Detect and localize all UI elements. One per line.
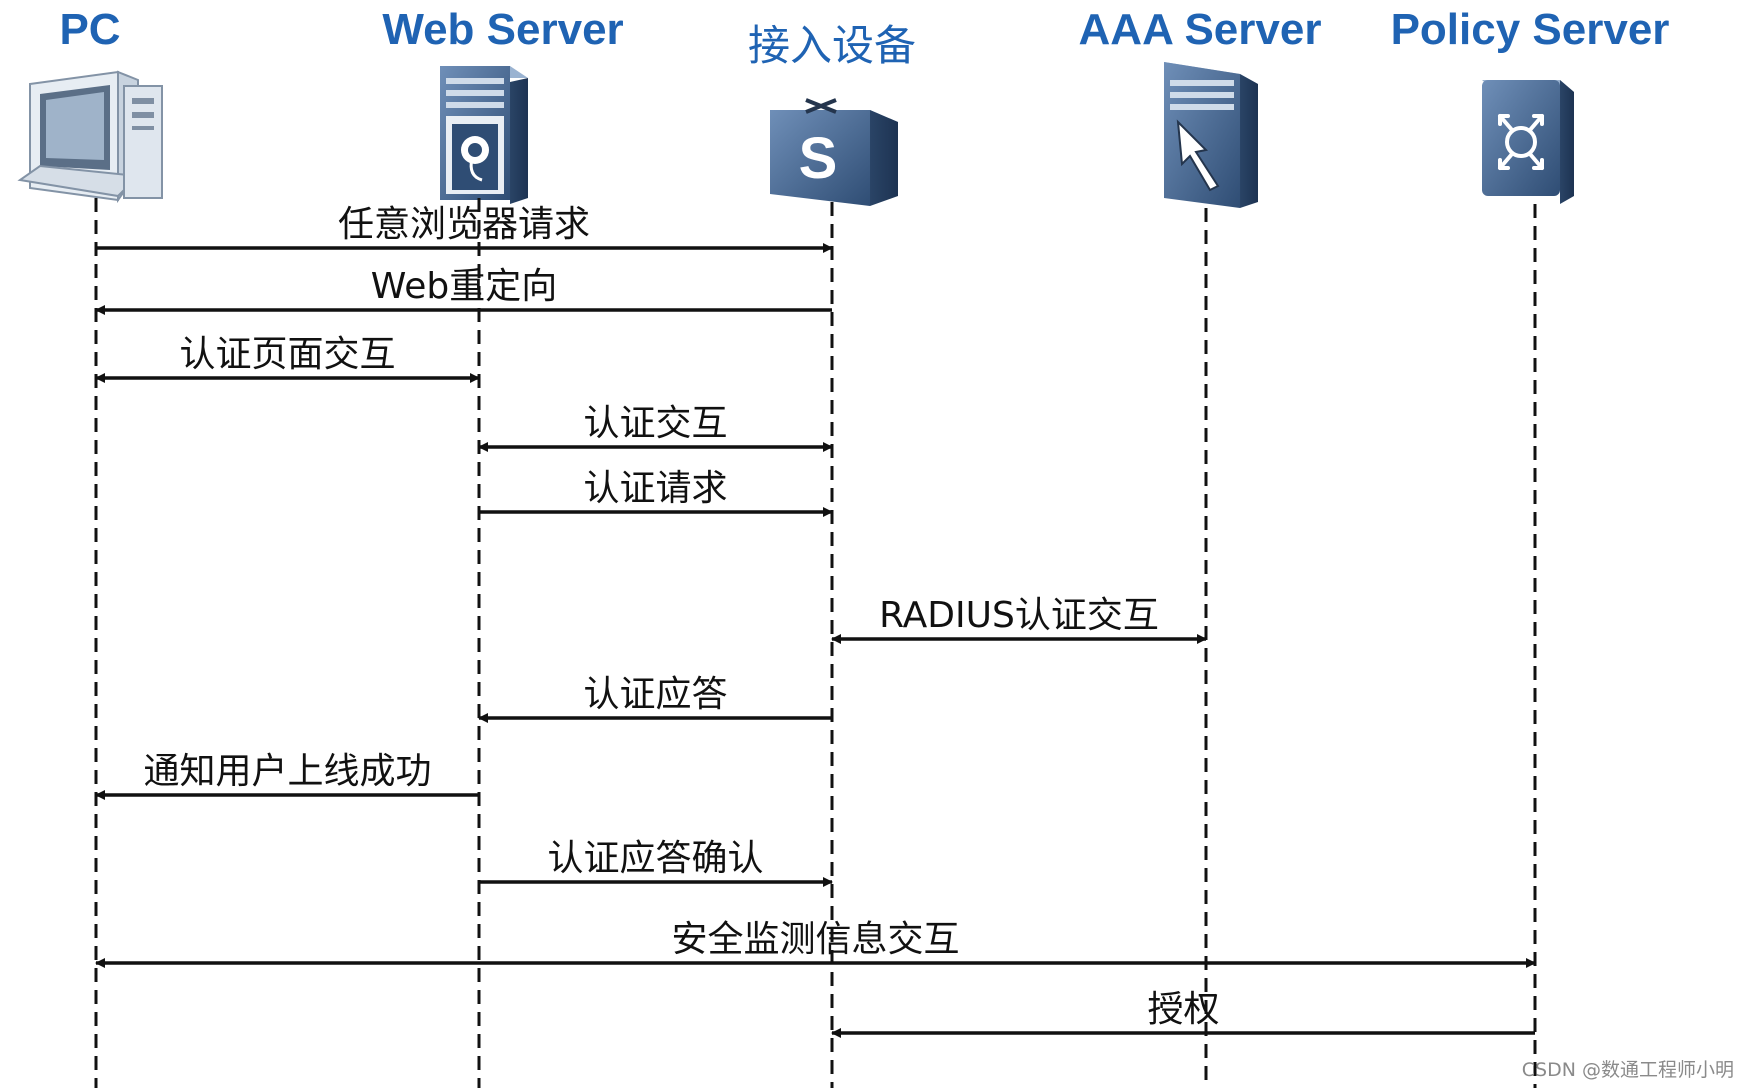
message-label: 认证交互 [583, 403, 727, 444]
message-label: 认证请求 [583, 468, 727, 509]
message-label: 认证应答 [583, 674, 727, 715]
message-label: 认证页面交互 [179, 334, 395, 375]
participant-label-access-device: 接入设备 [748, 21, 916, 70]
participant-label-aaa-server: AAA Server [1079, 5, 1322, 54]
message-label: 认证应答确认 [547, 838, 763, 879]
web-server-icon [440, 66, 528, 204]
participant-label-pc: PC [59, 5, 120, 54]
policy-server-icon [1482, 80, 1574, 204]
message-label: RADIUS认证交互 [879, 595, 1159, 636]
desktop-computer-icon [17, 70, 163, 204]
message-label: 安全监测信息交互 [671, 919, 959, 960]
participant-labels: PC Web Server 接入设备 AAA Server Policy Ser… [59, 5, 1669, 70]
svg-text:S: S [799, 126, 838, 191]
switch-icon: S [770, 98, 898, 206]
aaa-server-icon [1164, 62, 1258, 208]
lifelines [94, 198, 1537, 1088]
participant-label-web-server: Web Server [382, 5, 623, 54]
message-label: Web重定向 [371, 266, 558, 307]
message-label: 通知用户上线成功 [143, 751, 431, 792]
message-label: 授权 [1147, 989, 1219, 1030]
watermark: CSDN @数通工程师小明 [1522, 1059, 1734, 1081]
message-label: 任意浏览器请求 [338, 204, 590, 245]
participant-label-policy-server: Policy Server [1391, 5, 1670, 54]
